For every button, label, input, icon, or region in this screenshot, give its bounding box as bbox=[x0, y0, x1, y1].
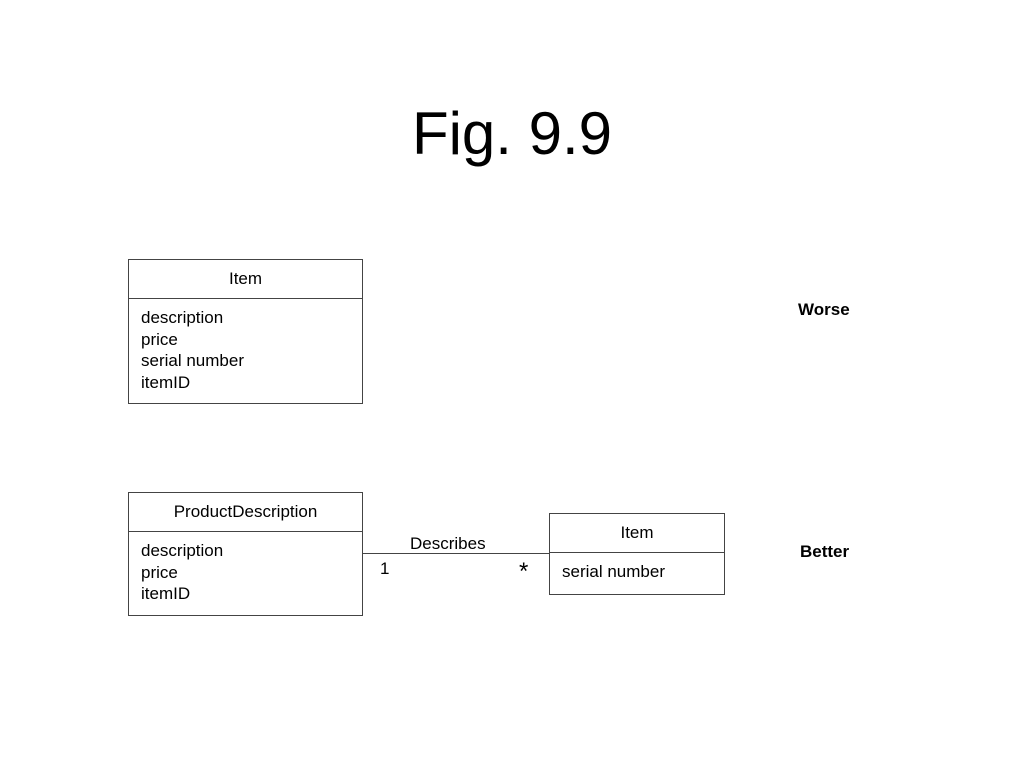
product-description-class: ProductDescription description price ite… bbox=[128, 492, 363, 616]
class-name: Item bbox=[129, 260, 362, 299]
attribute: itemID bbox=[141, 372, 191, 392]
attribute: description bbox=[141, 541, 224, 560]
attribute-list: description price itemID bbox=[129, 532, 362, 605]
attribute: itemID bbox=[141, 584, 191, 603]
attribute-list: serial number bbox=[550, 553, 724, 583]
better-label: Better bbox=[800, 542, 850, 561]
attribute: price bbox=[141, 329, 178, 349]
association-label: Describes bbox=[410, 534, 486, 553]
attribute: price bbox=[141, 562, 178, 582]
slide-title: Fig. 9.9 bbox=[411, 100, 613, 167]
class-name: Item bbox=[550, 514, 724, 553]
class-name: ProductDescription bbox=[129, 493, 362, 532]
worse-label: Worse bbox=[798, 300, 850, 319]
attribute: description bbox=[141, 308, 224, 327]
left-multiplicity: 1 bbox=[380, 559, 390, 578]
right-multiplicity: * bbox=[519, 558, 529, 585]
attribute-list: description price serial number itemID bbox=[129, 299, 362, 393]
item-class-better: Item serial number bbox=[549, 513, 725, 595]
attribute: serial number bbox=[141, 351, 244, 370]
item-class-worse: Item description price serial number ite… bbox=[128, 259, 363, 404]
attribute: serial number bbox=[562, 562, 665, 581]
association-line bbox=[362, 553, 550, 554]
